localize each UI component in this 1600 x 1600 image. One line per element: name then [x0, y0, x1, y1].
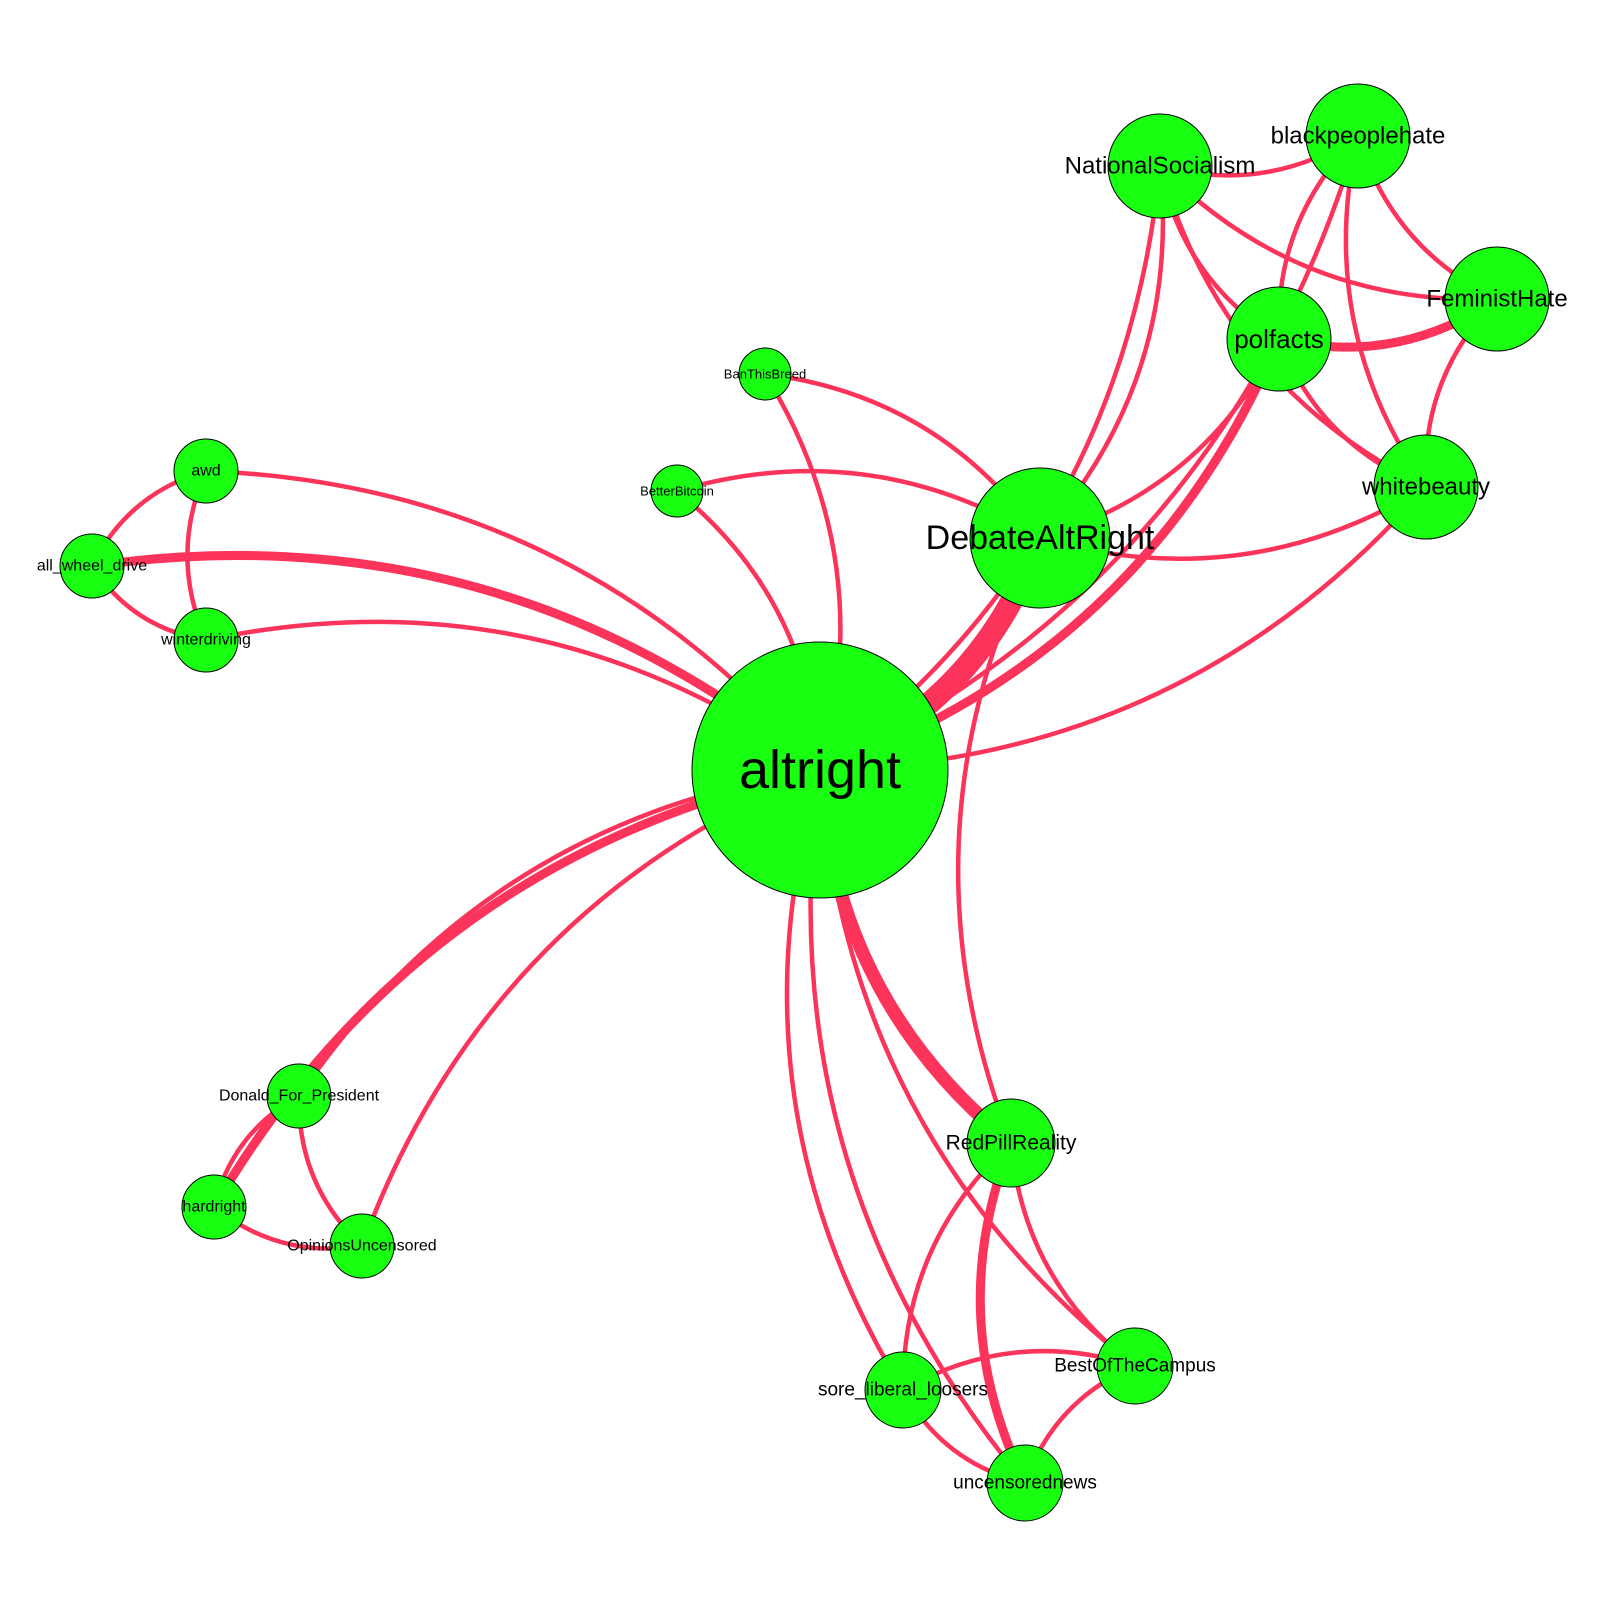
- node-awd[interactable]: awd: [173, 438, 239, 504]
- node-circle[interactable]: [969, 467, 1111, 609]
- node-FeministHate[interactable]: FeministHate: [1426, 246, 1568, 352]
- edge-RedPillReality-uncensorednews: [975, 1138, 1030, 1488]
- node-polfacts[interactable]: polfacts: [1226, 286, 1332, 392]
- node-circle[interactable]: [650, 464, 704, 518]
- node-label: BetterBitcoin: [640, 484, 714, 499]
- node-label: awd: [191, 463, 220, 480]
- node-label: RedPillReality: [946, 1132, 1077, 1155]
- node-label: hardright: [182, 1199, 246, 1216]
- node-label: winterdriving: [160, 632, 251, 649]
- node-label: OpinionsUncensored: [287, 1238, 436, 1255]
- node-circle[interactable]: [986, 1444, 1064, 1522]
- node-circle[interactable]: [1305, 83, 1411, 189]
- node-circle[interactable]: [691, 641, 949, 899]
- node-BetterBitcoin[interactable]: BetterBitcoin: [640, 464, 714, 518]
- node-label: blackpeoplehate: [1271, 123, 1446, 150]
- node-circle[interactable]: [181, 1174, 247, 1240]
- node-label: BanThisBreed: [724, 367, 806, 382]
- edge-blackpeoplehate-whitebeauty: [1343, 133, 1429, 490]
- node-NationalSocialism[interactable]: NationalSocialism: [1065, 113, 1256, 219]
- node-circle[interactable]: [1107, 113, 1213, 219]
- node-circle[interactable]: [864, 1351, 942, 1429]
- node-RedPillReality[interactable]: RedPillReality: [946, 1098, 1077, 1188]
- node-circle[interactable]: [329, 1213, 395, 1279]
- node-all_wheel_drive[interactable]: all_wheel_drive: [37, 533, 147, 599]
- node-circle[interactable]: [173, 438, 239, 504]
- node-label: altright: [739, 740, 901, 800]
- node-winterdriving[interactable]: winterdriving: [160, 607, 251, 673]
- node-BanThisBreed[interactable]: BanThisBreed: [724, 347, 806, 401]
- node-label: all_wheel_drive: [37, 558, 147, 575]
- node-label: uncensorednews: [953, 1473, 1097, 1494]
- edge-DebateAltRight-RedPillReality: [955, 535, 1043, 1146]
- node-DebateAltRight[interactable]: DebateAltRight: [926, 467, 1155, 609]
- node-OpinionsUncensored[interactable]: OpinionsUncensored: [287, 1213, 437, 1279]
- node-circle[interactable]: [173, 607, 239, 673]
- node-label: DebateAltRight: [926, 519, 1155, 557]
- node-circle[interactable]: [1444, 246, 1550, 352]
- node-label: NationalSocialism: [1065, 153, 1256, 180]
- node-circle[interactable]: [1096, 1327, 1174, 1405]
- node-label: BestOfTheCampus: [1054, 1356, 1216, 1377]
- node-sore_liberal_loosers[interactable]: sore_liberal_loosers: [818, 1351, 988, 1429]
- node-circle[interactable]: [966, 1098, 1056, 1188]
- node-BestOfTheCampus[interactable]: BestOfTheCampus: [1054, 1327, 1216, 1405]
- node-label: sore_liberal_loosers: [818, 1380, 988, 1401]
- node-circle[interactable]: [59, 533, 125, 599]
- node-label: FeministHate: [1426, 286, 1567, 313]
- node-uncensorednews[interactable]: uncensorednews: [953, 1444, 1097, 1522]
- node-Donald_For_President[interactable]: Donald_For_President: [219, 1063, 380, 1129]
- node-circle[interactable]: [1226, 286, 1332, 392]
- node-hardright[interactable]: hardright: [181, 1174, 247, 1240]
- node-circle[interactable]: [266, 1063, 332, 1129]
- node-label: whitebeauty: [1361, 474, 1490, 501]
- node-circle[interactable]: [738, 347, 792, 401]
- node-whitebeauty[interactable]: whitebeauty: [1361, 434, 1490, 540]
- node-blackpeoplehate[interactable]: blackpeoplehate: [1271, 83, 1446, 189]
- node-layer: altright DebateAltRight NationalSocialism b…: [37, 83, 1568, 1522]
- node-label: Donald_For_President: [219, 1088, 380, 1105]
- node-altright[interactable]: altright: [691, 641, 949, 899]
- node-label: polfacts: [1234, 324, 1324, 354]
- node-circle[interactable]: [1373, 434, 1479, 540]
